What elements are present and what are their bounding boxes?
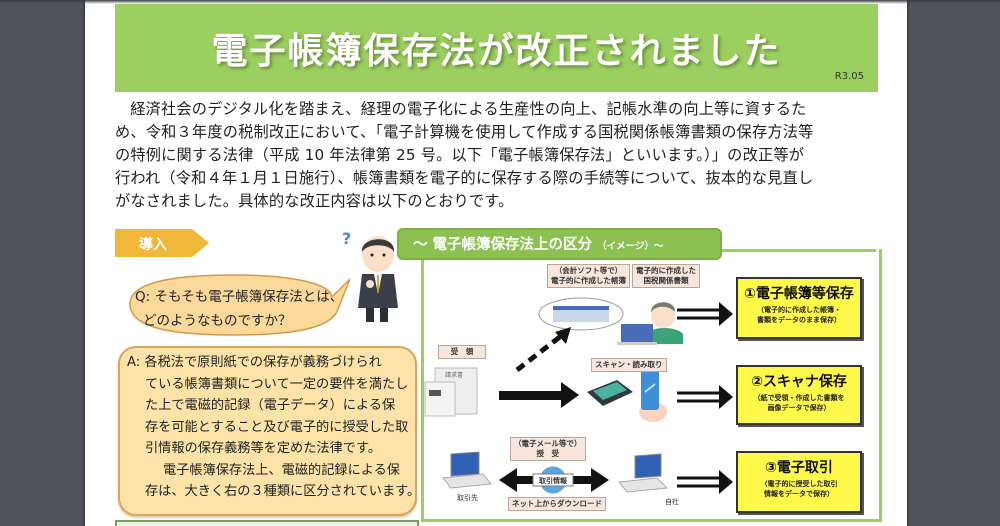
page-left-edge [83,0,85,526]
document-page: 電子帳簿保存法が改正されました R3.05 経済社会のデジタル化を踏まえ、経理の… [85,0,907,526]
solid-arrow-head-icon [561,382,579,408]
diagram-title: ～ 電子帳簿保存法上の区分 （イメージ）～ [397,228,722,260]
svg-text:?: ? [342,229,351,248]
laptop-counterparty-icon [442,451,492,489]
scanner-icon [587,380,633,406]
answer-line: 電子帳簿保存法上、電磁的記録による保 [163,462,400,478]
label-scan: スキャン・読み取り [591,358,667,372]
answer-line: 引情報の保存義務等を定めた法律です。 [145,441,382,456]
paper-invoice-icon: 請求書 [424,367,478,417]
smartphone-icon [639,370,667,422]
label-line: 電子的に作成した帳簿 [551,276,626,285]
page-right-edge [907,0,909,526]
question-line: Q: そもそも電子帳簿保存法とは、 [135,289,344,305]
intro-line: 行われ（令和４年１月１日施行）、帳簿書類を電子的に保存する際の手続等について、抜… [115,169,814,187]
counterparty-label: 取引先 [457,493,478,502]
revision-label: R3.05 [834,71,864,82]
cloud-spreadsheet-icon [538,297,624,331]
diagram-illustrations: 請求書 取引先 自社 取引情報 [424,297,733,506]
double-line-arrow-icon [677,385,733,409]
category-title: ③電子取引 [765,460,833,476]
label-line: （電子メール等で） [514,439,582,448]
label-received: 受 領 [438,345,486,359]
category-card-electronic-transaction: ③電子取引 （電子的に授受した取引 情報をデータで保存） [736,451,862,513]
intro-tag-label: 導入 [139,237,167,253]
double-arrow-right-head-icon [591,468,609,492]
solid-arrow-icon [499,391,563,400]
answer-line: A: 各税法で原則紙での保存が義務づけられ [127,355,382,370]
category-desc-line: （電子的に授受した取引 [760,480,838,488]
label-email-exchange: （電子メール等で） 授 受 [510,437,586,461]
answer-line: ている帳簿書類について一定の要件を満たし [145,376,409,392]
person-at-computer-icon [617,302,683,345]
classification-diagram-frame [421,249,882,522]
intro-line: の特例に関する法律（平成 10 年法律第 25 号。以下「電子帳簿保存法」といい… [115,146,805,164]
title-banner: 電子帳簿保存法が改正されました R3.05 [115,4,878,92]
invoice-label: 請求書 [445,371,463,379]
intro-line: がなされました。具体的な改正内容は以下のとおりです。 [115,192,514,210]
label-line: 国税関係書類 [643,276,689,285]
label-software-books: （会計ソフト等で） 電子的に作成した帳簿 [547,264,630,288]
next-section-header-edge [115,520,419,526]
answer-box [118,346,417,516]
category-desc: （電子的に授受した取引 情報をデータで保存） [738,479,860,499]
question-text: Q: そもそも電子帳簿保存法とは、 どのようなものですか？ [135,285,343,333]
question-line: どのようなものですか？ [143,313,292,329]
businessman-illustration-icon: ? [342,229,398,322]
intro-line: め、令和３年度の税制改正において、「電子計算機を使用して作成する国税関係帳簿書類… [115,123,814,141]
category-desc-line: （電子的に作成した帳簿・ [757,306,841,314]
laptop-own-company-icon [618,453,669,493]
category-desc-line: 情報をデータで保存） [764,490,834,498]
category-desc-line: 書類をデータのまま保存） [757,316,841,324]
page-title: 電子帳簿保存法が改正されました [211,31,782,72]
answer-line: 存は、大きく右の３種類に区分されています。 [145,484,421,499]
category-desc-line: （紙で受領・作成した書類を [753,394,845,402]
diagram-title-text: ～ 電子帳簿保存法上の区分 [413,237,593,253]
answer-line: た上で電磁的記録（電子データ）による保 [145,398,396,413]
question-speech-bubble [129,274,350,336]
double-arrow-left-head-icon [499,468,517,492]
category-card-electronic-books: ①電子帳簿等保存 （電子的に作成した帳簿・ 書類をデータのまま保存） [736,277,862,339]
category-desc: （紙で受領・作成した書類を 画像データで保存） [738,393,860,413]
double-line-arrow-icon [677,302,733,326]
diagram-title-suffix: （イメージ）～ [597,241,664,252]
label-line: 電子的に作成した [636,266,696,275]
answer-text: A: 各税法で原則紙での保存が義務づけられ ている帳簿書類について一定の要件を満… [127,352,421,503]
dashed-arrow-head-icon [555,327,571,344]
category-desc: （電子的に作成した帳簿・ 書類をデータのまま保存） [738,305,860,325]
intro-paragraph: 経済社会のデジタル化を踏まえ、経理の電子化による生産性の向上、記帳水準の向上等に… [115,98,885,213]
category-title: ①電子帳簿等保存 [744,286,854,302]
dashed-arrow-icon [515,334,563,372]
intro-tag: 導入 [115,229,209,257]
viewer-top-shadow [0,0,1000,4]
answer-line: 存を可能とすること及び電子的に授受した取 [145,419,409,435]
own-company-label: 自社 [665,497,679,506]
category-title: ②スキャナ保存 [751,374,847,390]
intro-line: 経済社会のデジタル化を踏まえ、経理の電子化による生産性の向上、記帳水準の向上等に… [130,100,807,118]
label-download: ネット上からダウンロード [508,497,606,511]
label-line: （会計ソフト等で） [554,266,623,275]
double-line-arrow-icon [677,470,733,494]
transaction-info-label: 取引情報 [539,476,568,485]
category-desc-line: 画像データで保存） [767,404,831,412]
label-line: 授 受 [536,449,560,458]
category-card-scanner: ②スキャナ保存 （紙で受領・作成した書類を 画像データで保存） [736,365,862,425]
label-electronic-docs: 電子的に作成した 国税関係書類 [632,264,700,288]
